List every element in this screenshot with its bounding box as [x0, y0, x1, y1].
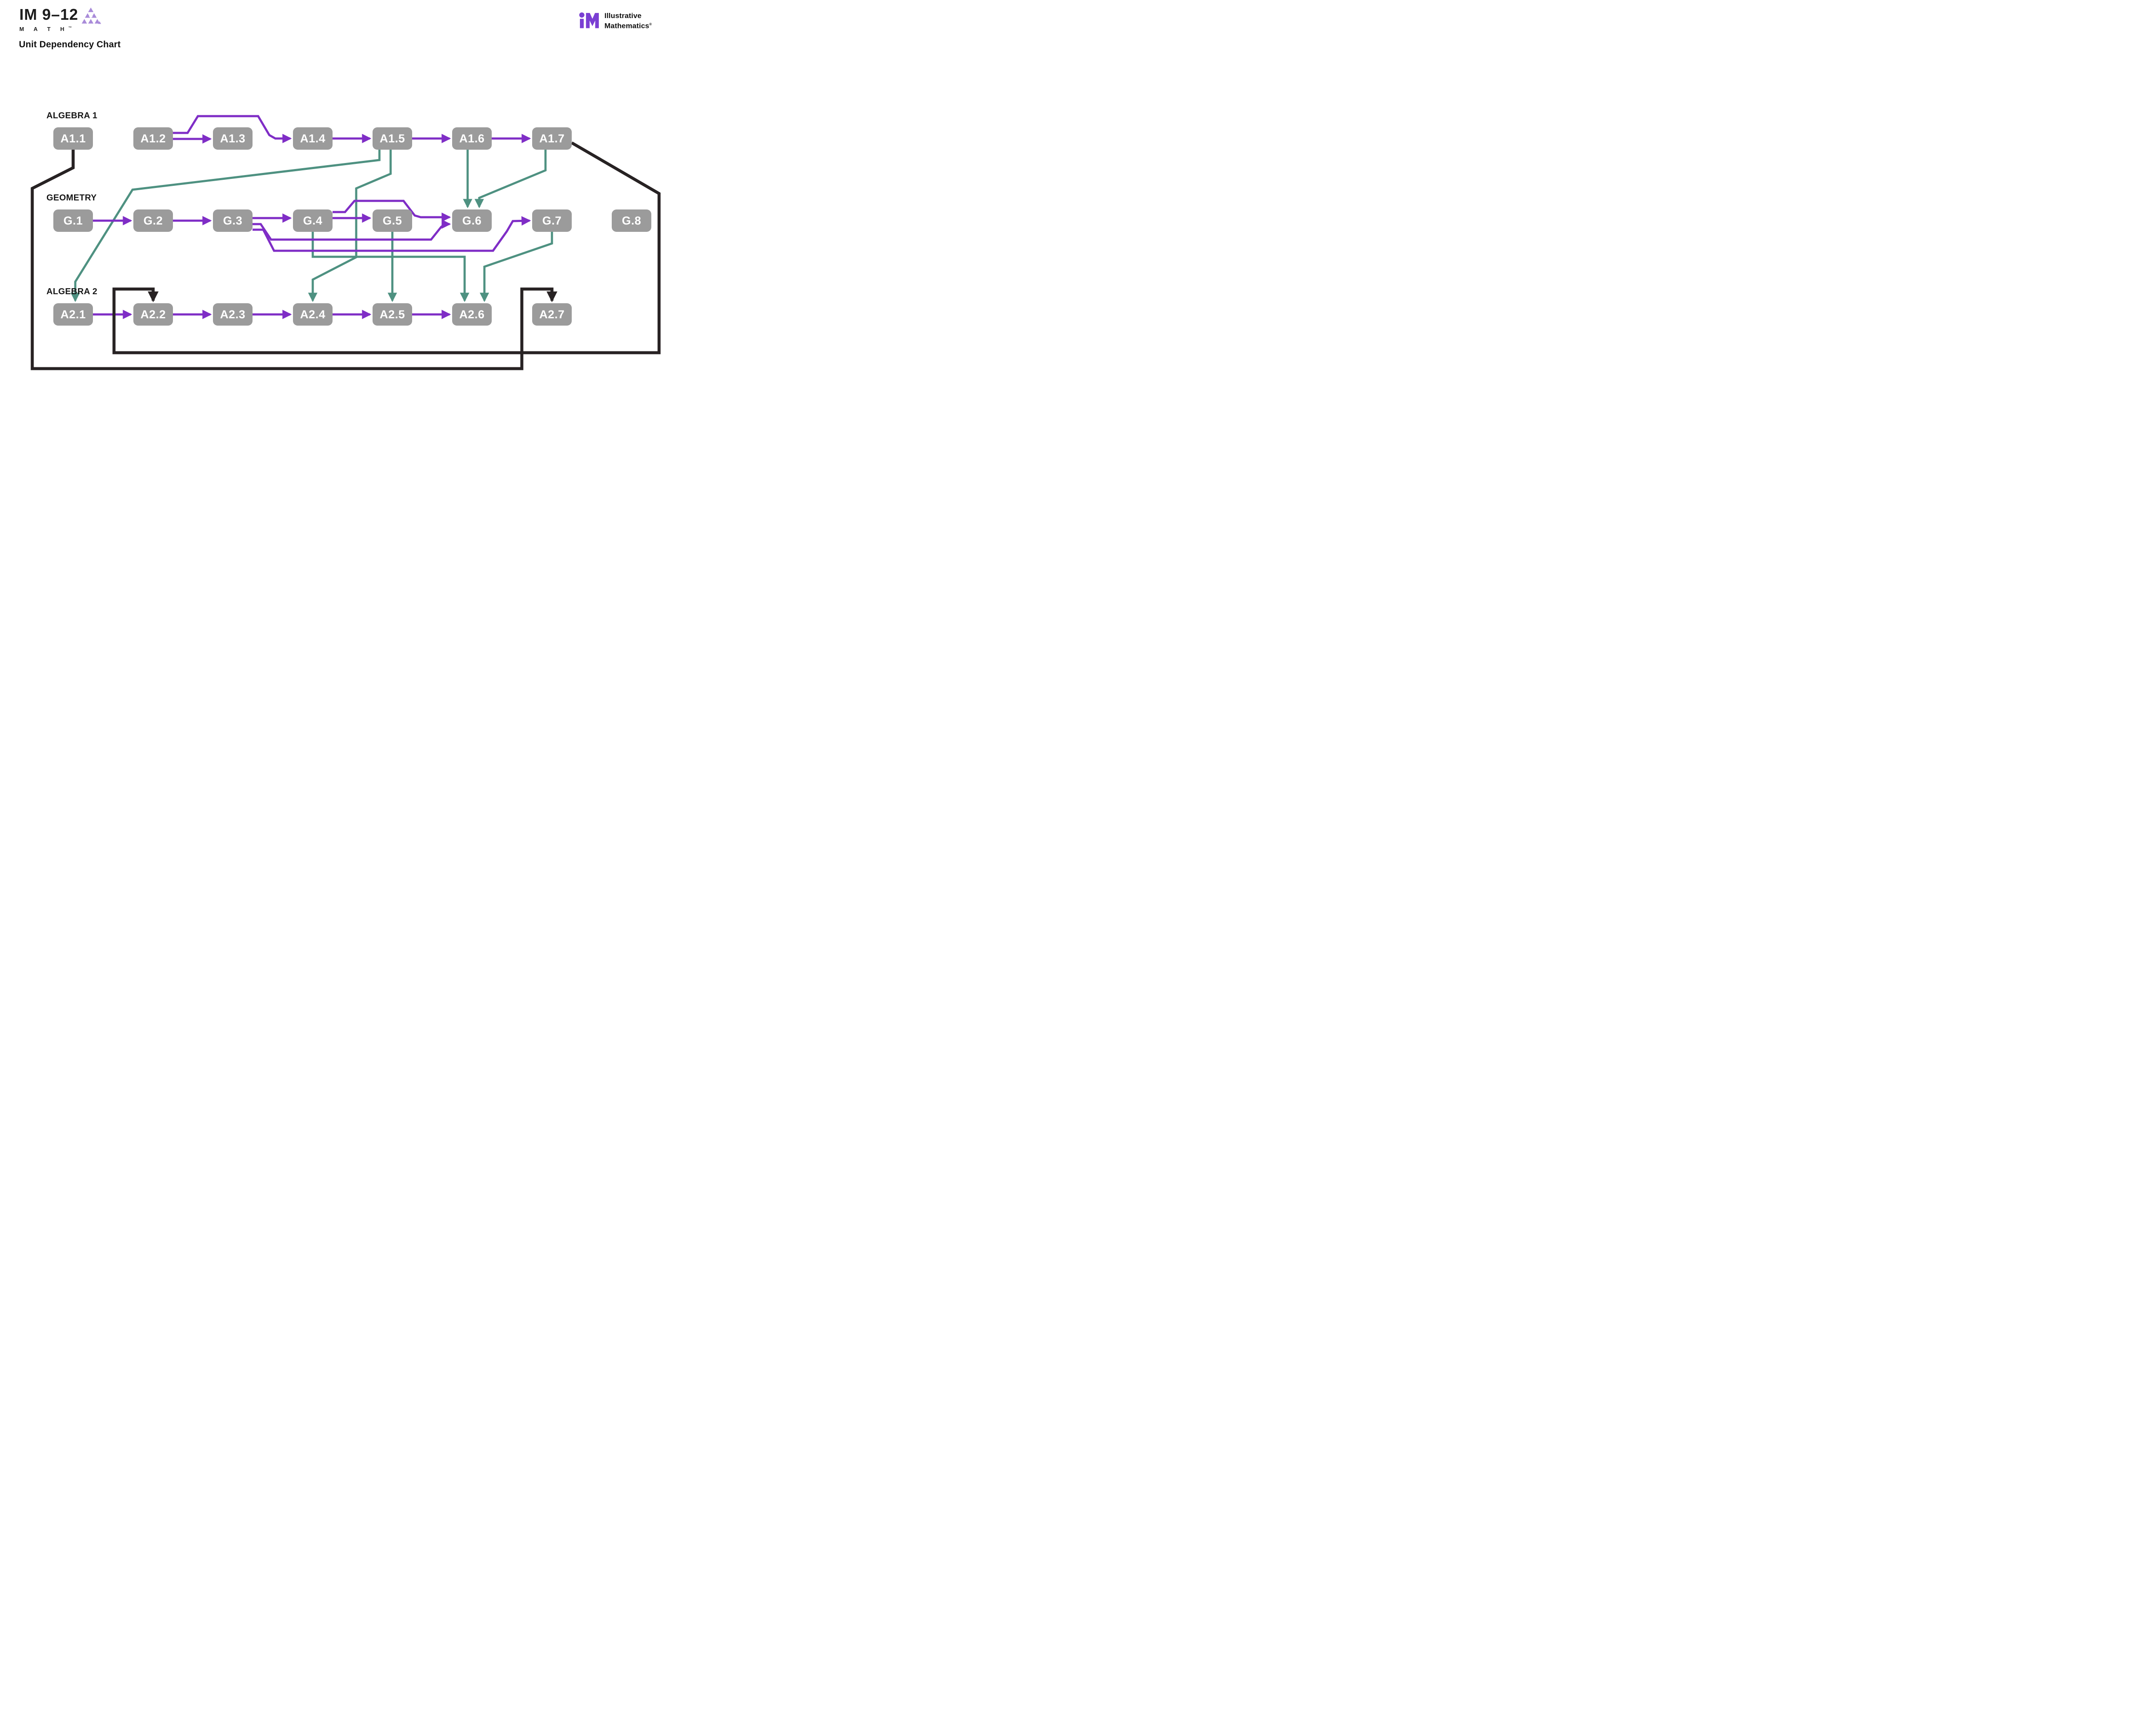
row-label-algebra-1: ALGEBRA 1: [46, 111, 98, 120]
registered-symbol: ®: [649, 22, 652, 26]
brand-name-line1: Illustrative: [604, 12, 642, 20]
unit-box-A2.6: A2.6: [452, 303, 492, 326]
edge-A1.5-A2.4: [308, 150, 392, 302]
im-logo-math-text: M A T H: [19, 26, 68, 32]
edge-G.4-A2.6: [311, 232, 470, 302]
unit-box-G.3: G.3: [213, 209, 253, 232]
brand-name-line2: Mathematics: [604, 22, 650, 30]
unit-box-A1.6: A1.6: [452, 127, 492, 150]
unit-box-A1.3: A1.3: [213, 127, 253, 150]
page-title: Unit Dependency Chart: [19, 40, 121, 49]
unit-box-A1.7: A1.7: [532, 127, 572, 150]
unit-box-G.8: G.8: [612, 209, 651, 232]
unit-box-G.7: G.7: [532, 209, 572, 232]
unit-box-G.1: G.1: [53, 209, 93, 232]
edge-G.3-G.6: [253, 219, 451, 241]
row-label-geometry: GEOMETRY: [46, 193, 97, 203]
im-912-math-logo: IM 9–12 M A T H™: [19, 6, 102, 32]
edge-A1.7-G.6: [474, 150, 547, 209]
unit-box-G.2: G.2: [133, 209, 173, 232]
unit-box-A2.3: A2.3: [213, 303, 253, 326]
unit-box-A1.2: A1.2: [133, 127, 173, 150]
dependency-arrows-layer: [31, 115, 661, 370]
unit-box-G.4: G.4: [293, 209, 333, 232]
im-triangle-logo-icon: [81, 7, 102, 24]
trademark-symbol: ™: [68, 26, 72, 30]
unit-box-A2.2: A2.2: [133, 303, 173, 326]
edge-A1.2-A1.4: [173, 115, 292, 144]
edge-G.7-A2.6: [479, 232, 553, 302]
edge-A1.1-A2.7: [31, 150, 558, 370]
unit-box-G.6: G.6: [452, 209, 492, 232]
edge-A1.5-A2.1: [70, 150, 381, 302]
unit-box-A2.4: A2.4: [293, 303, 333, 326]
unit-box-G.5: G.5: [373, 209, 412, 232]
unit-box-A2.1: A2.1: [53, 303, 93, 326]
row-label-algebra-2: ALGEBRA 2: [46, 287, 98, 296]
edge-G.4-G.6: [333, 200, 451, 222]
im-monogram-icon: [579, 12, 599, 28]
im-logo-wordmark: IM 9–12: [19, 6, 79, 23]
unit-box-A1.4: A1.4: [293, 127, 333, 150]
unit-box-A1.1: A1.1: [53, 127, 93, 150]
edge-G.3-G.7: [253, 216, 531, 252]
edge-A1.7-A2.2: [112, 141, 661, 354]
illustrative-mathematics-logo: Illustrative Mathematics®: [579, 10, 652, 31]
unit-box-A2.7: A2.7: [532, 303, 572, 326]
unit-box-A2.5: A2.5: [373, 303, 412, 326]
unit-box-A1.5: A1.5: [373, 127, 412, 150]
